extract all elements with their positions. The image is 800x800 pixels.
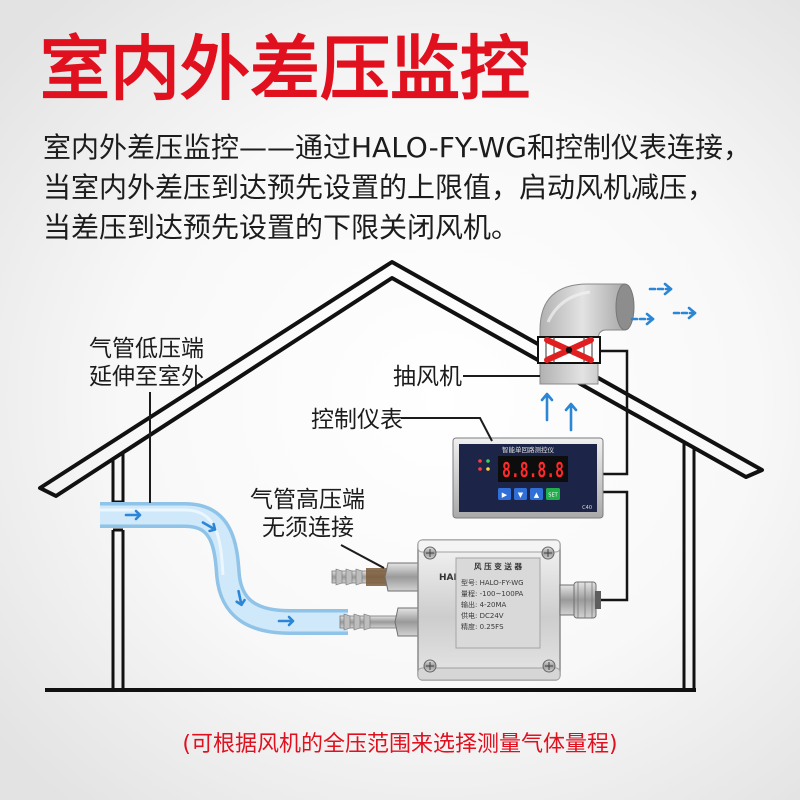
spec-model: 型号: HALO-FY-WG [461,578,524,587]
pointer-high-pressure [340,544,385,569]
description-line-2: 当室内外差压到达预先设置的上限值，启动风机减压， [43,171,716,204]
screw-icon [423,546,437,560]
spec-output: 输出: 4-20MA [461,600,507,609]
transmitter-name: 风 压 变 送 器 [474,561,522,571]
description-line-1: 室内外差压监控——通过HALO-FY-WG和控制仪表连接， [43,131,751,164]
control-instrument: 智能单回路测控仪 8.8.8.8 ▶ ▼ ▲ SET C40 [452,437,604,519]
label-low-pressure-line2: 延伸至室外 [89,364,204,390]
label-controller: 控制仪表 [311,407,403,433]
screw-icon [541,546,555,560]
pointer-controller [401,417,493,442]
flow-arrow-icon [235,589,246,607]
spec-accuracy: 精度: 0.25FS [461,622,504,631]
nozzle-upper [331,562,422,592]
spec-range: 量程: -100~100PA [461,589,523,598]
instrument-header: 智能单回路测控仪 [502,445,555,454]
flow-arrow-icon [277,615,295,627]
indicator-led [478,459,482,463]
svg-text:SET: SET [548,493,558,499]
left-wall [111,452,125,690]
footer-note: (可根据风机的全压范围来选择测量气体量程) [182,732,618,757]
indicator-led [486,467,490,471]
indicator-led [486,459,490,463]
label-high-pressure-line2: 无须连接 [262,515,354,541]
svg-text:▲: ▲ [534,491,540,499]
page-title: 室内外差压监控 [40,28,530,110]
wire-controller-to-transmitter [598,490,629,602]
label-low-pressure-line1: 气管低压端 [89,336,204,362]
nozzle-lower [339,607,424,637]
spec-power: 供电: DC24V [461,611,504,620]
flow-arrow-icon [672,306,697,320]
screw-icon [542,659,556,673]
description: 室内外差压监控——通过HALO-FY-WG和控制仪表连接， 当室内外差压到达预先… [43,128,751,248]
right-wall [682,442,696,690]
svg-text:▶: ▶ [502,491,508,499]
pressure-transmitter: HALO 风 压 变 送 器 型号: HALO-FY-WG 量程: -100~1… [417,539,561,681]
flow-arrow-icon [201,521,217,533]
instrument-button-right: ▶ [498,488,511,500]
fan-icon [544,337,594,363]
flow-arrow-icon [648,282,673,296]
instrument-button-down: ▼ [514,488,527,500]
instrument-display [498,456,568,482]
label-fan: 抽风机 [393,364,462,390]
cable-gland [559,581,601,619]
flow-arrow-icon [124,509,142,521]
display-digits: 8.8.8.8 [502,458,564,482]
instrument-button-up: ▲ [530,488,543,500]
screw-icon [423,659,437,673]
label-high-pressure-line1: 气管高压端 [250,487,365,513]
transmitter-brand: HALO [439,573,467,583]
instrument-button-set: SET [546,488,560,500]
svg-text:▼: ▼ [518,491,524,499]
instrument-model: C40 [582,505,592,511]
exhaust-fan [537,336,601,364]
flow-arrow-icon [630,312,655,326]
flow-arrow-icon [540,392,554,422]
transmitter-nameplate: 风 压 变 送 器 型号: HALO-FY-WG 量程: -100~100PA … [455,557,541,649]
roof [38,260,764,498]
exhaust-duct [539,283,635,385]
description-line-3: 当差压到达预先设置的下限关闭风机。 [43,211,520,244]
wire-fan-to-controller [598,349,629,476]
flow-arrow-icon [564,402,578,432]
indicator-led [478,467,482,471]
